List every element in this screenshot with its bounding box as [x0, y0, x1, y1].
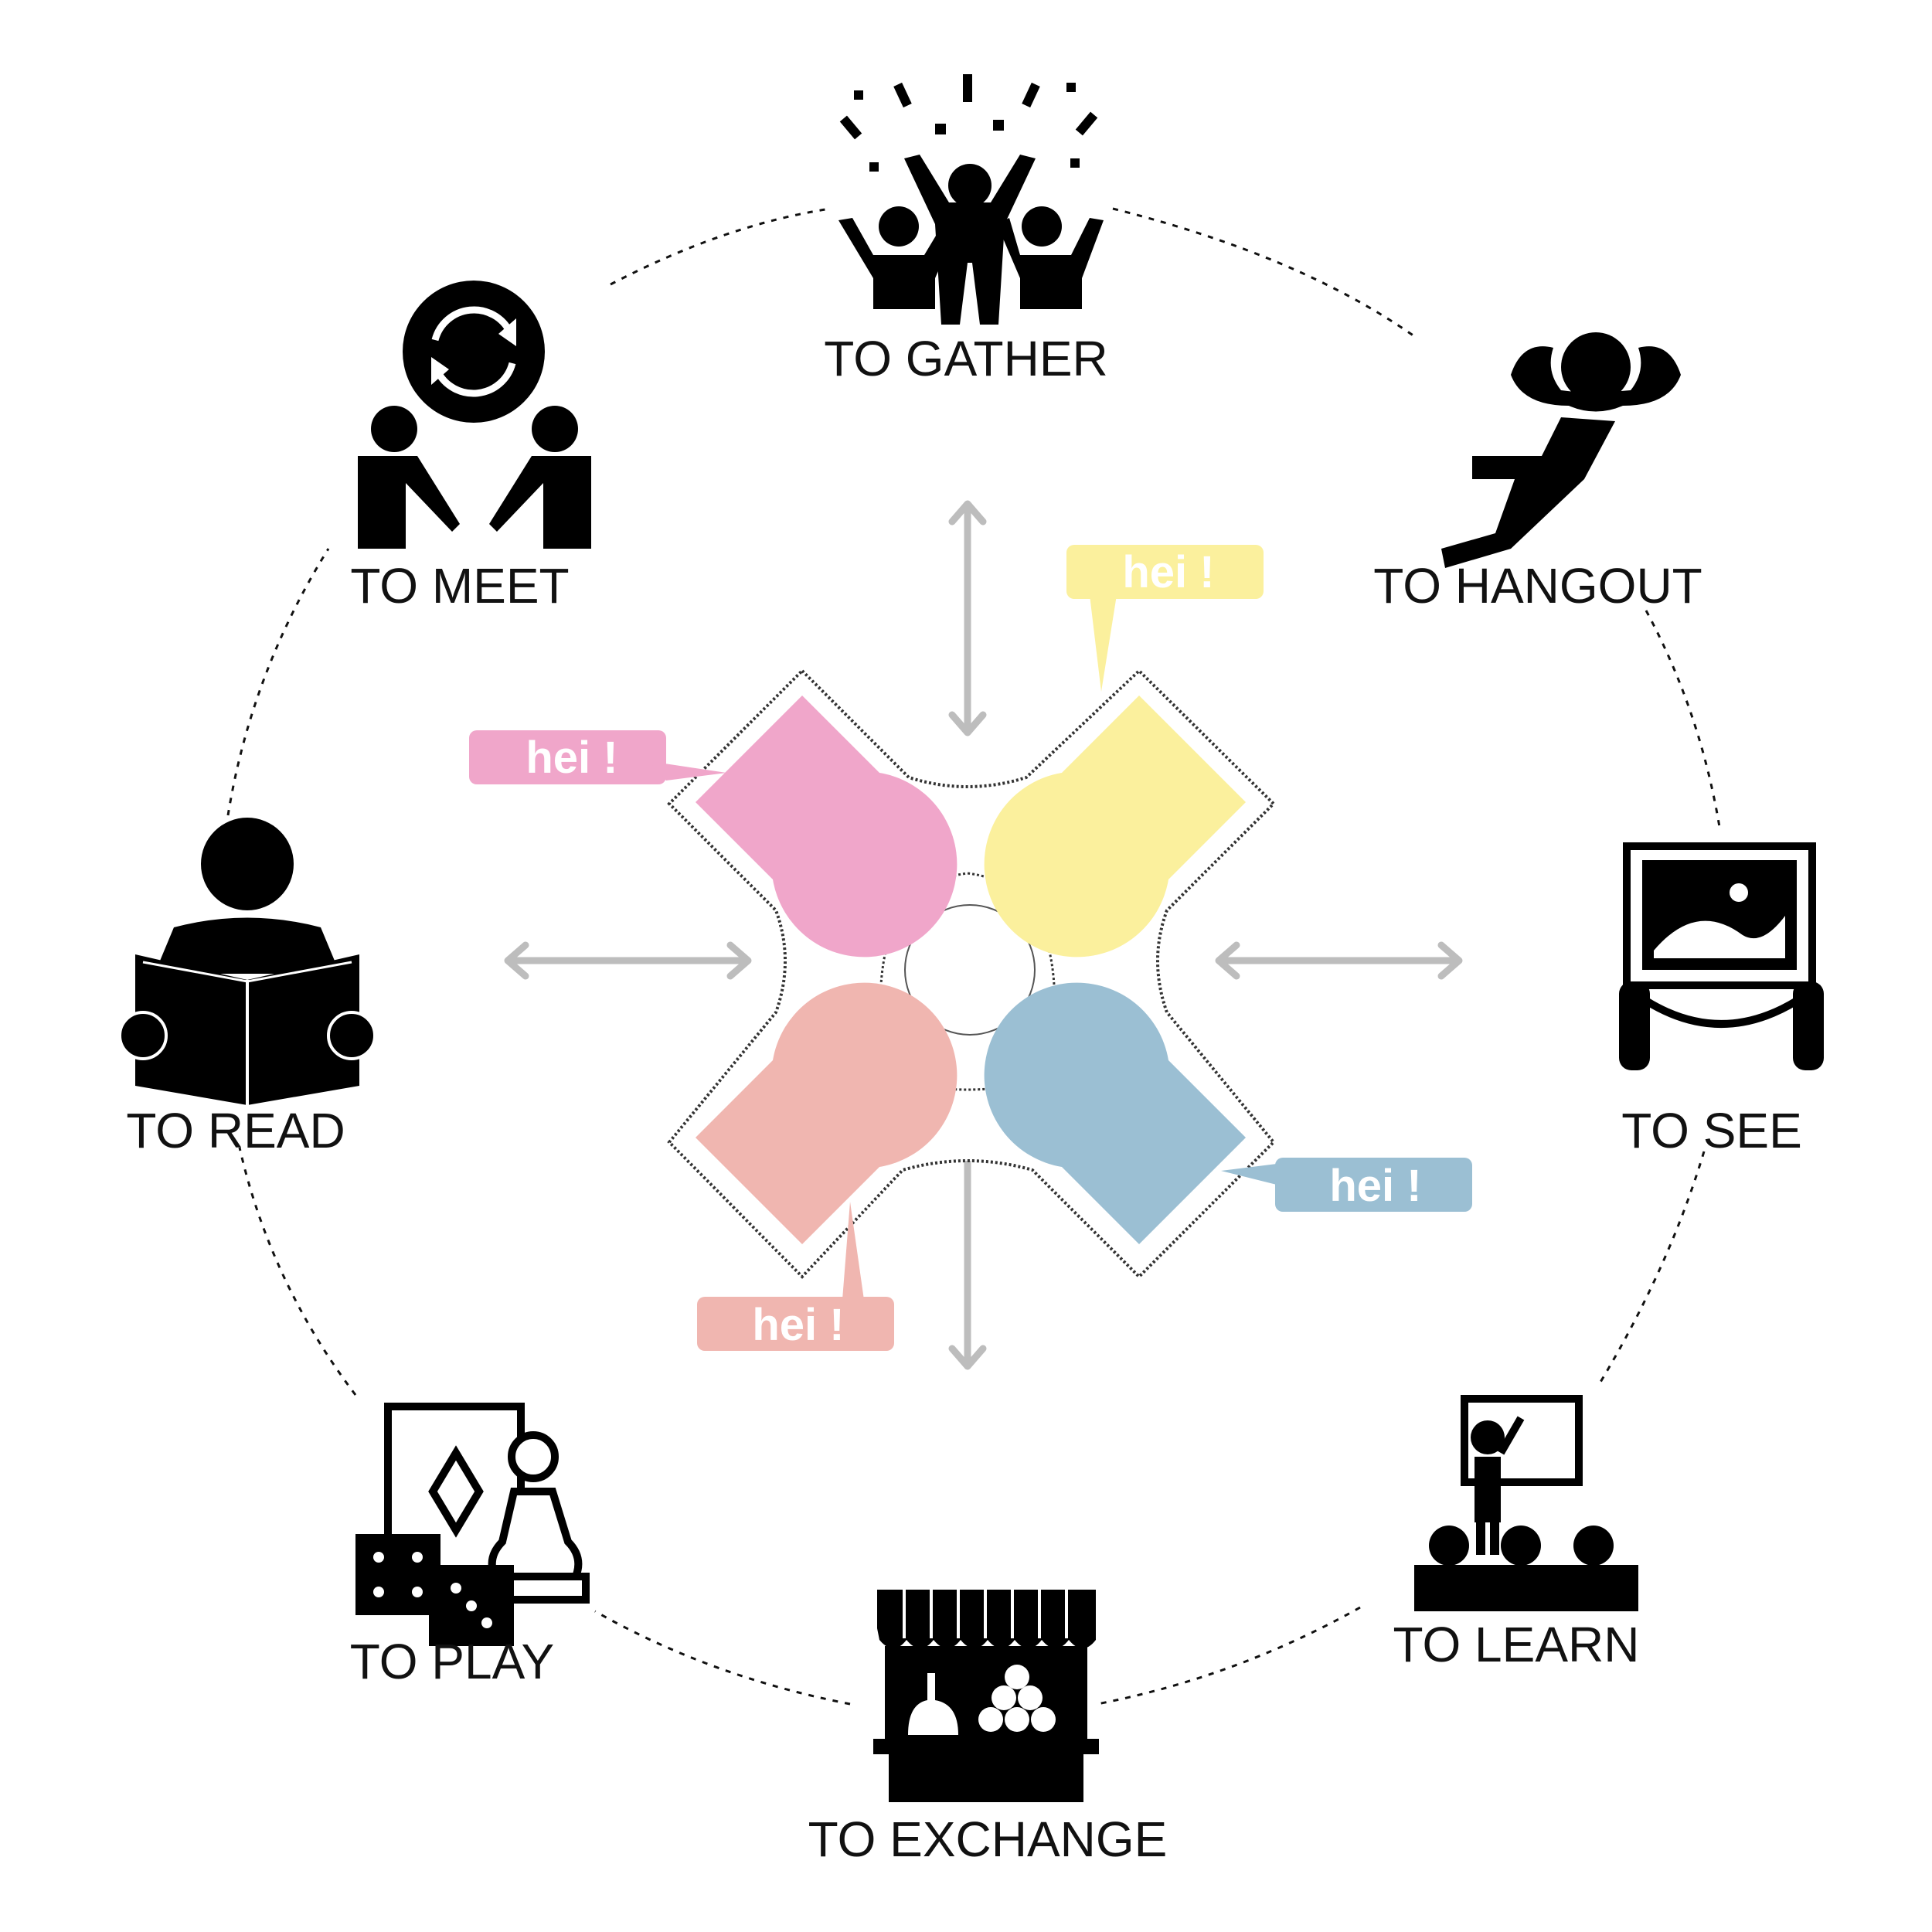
svg-text:hei !: hei ! — [1329, 1161, 1421, 1211]
svg-text:hei !: hei ! — [526, 733, 617, 783]
meet-icon — [358, 281, 591, 549]
label-see: TO SEE — [1621, 1103, 1802, 1158]
svg-text:hei !: hei ! — [1122, 547, 1214, 597]
speech-bubble-pink: hei ! — [469, 730, 726, 784]
exchange-icon — [873, 1590, 1099, 1802]
label-gather: TO GATHER — [824, 331, 1107, 386]
label-play: TO PLAY — [350, 1634, 554, 1689]
label-learn: TO LEARN — [1393, 1617, 1640, 1672]
speech-bubble-blue: hei ! — [1221, 1158, 1472, 1212]
double-arrows — [504, 500, 1463, 1370]
label-exchange: TO EXCHANGE — [808, 1811, 1168, 1867]
label-hangout: TO HANGOUT — [1373, 558, 1702, 614]
colored-seats — [696, 696, 1246, 1244]
dotted-orbit-ring — [226, 207, 1721, 1706]
arrow-right — [1215, 941, 1463, 980]
label-read: TO READ — [126, 1103, 345, 1158]
speech-bubble-salmon: hei ! — [697, 1202, 894, 1351]
seat-yellow — [984, 696, 1246, 957]
play-icon — [355, 1403, 590, 1646]
label-meet: TO MEET — [350, 558, 569, 614]
activity-labels: TO GATHER TO HANGOUT TO SEE TO LEARN TO … — [126, 331, 1801, 1867]
svg-text:hei !: hei ! — [752, 1300, 844, 1350]
seat-blue — [984, 982, 1246, 1244]
center-circle — [904, 904, 1036, 1036]
hangout-icon — [1441, 332, 1681, 568]
seat-salmon — [696, 982, 957, 1244]
arrow-up — [948, 500, 987, 736]
arrow-down — [948, 1130, 987, 1370]
seat-pink — [696, 696, 957, 957]
gather-icon — [838, 74, 1104, 325]
read-icon — [118, 818, 376, 1105]
arrow-left — [504, 941, 752, 980]
see-icon — [1619, 842, 1824, 1070]
learn-icon — [1414, 1395, 1638, 1611]
speech-bubble-yellow: hei ! — [1066, 545, 1264, 692]
